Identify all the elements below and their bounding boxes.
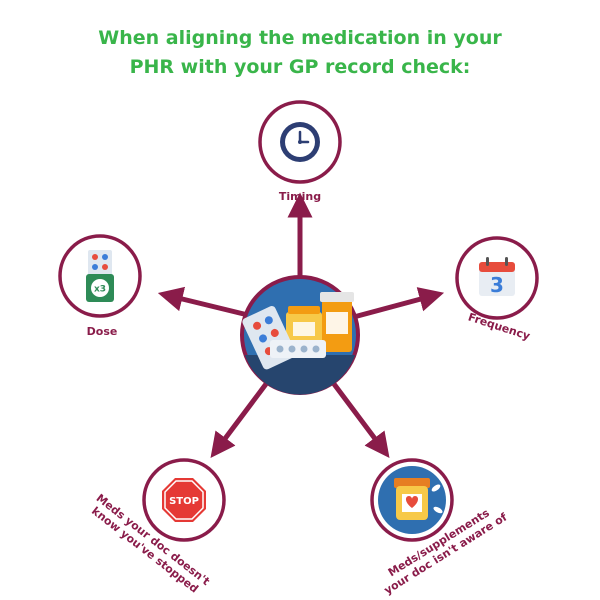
arrows bbox=[157, 192, 445, 458]
item-dose: x3 Dose bbox=[58, 234, 142, 338]
item-unaware: Meds/supplements your doc isn't aware of bbox=[370, 458, 510, 597]
arrow-unaware bbox=[332, 382, 390, 458]
pill-bottle-icon: x3 bbox=[86, 250, 114, 302]
calendar-day: 3 bbox=[490, 273, 504, 297]
dose-label: Dose bbox=[87, 325, 118, 338]
dose-badge: x3 bbox=[94, 285, 106, 295]
arrow-stopped bbox=[210, 382, 268, 458]
page-title: When aligning the medication in your PHR… bbox=[0, 24, 600, 82]
stop-sign-icon: STOP bbox=[162, 478, 206, 522]
stop-sign-text: STOP bbox=[169, 496, 199, 507]
item-frequency: 3 Frequency bbox=[455, 236, 539, 343]
arrow-dose bbox=[157, 286, 253, 319]
arrow-frequency bbox=[349, 287, 445, 321]
medication-icon bbox=[242, 292, 355, 395]
clock-icon bbox=[280, 122, 320, 162]
title-line-1: When aligning the medication in your bbox=[98, 27, 502, 49]
item-stopped: STOP Meds your doc doesn't know you've s… bbox=[89, 458, 226, 596]
center-medication bbox=[240, 275, 360, 395]
timing-label: Timing bbox=[279, 190, 321, 203]
item-timing: Timing bbox=[258, 100, 342, 203]
title-line-2: PHR with your GP record check: bbox=[129, 56, 471, 78]
supplement-jar-icon bbox=[378, 466, 446, 534]
calendar-icon: 3 bbox=[479, 257, 515, 297]
